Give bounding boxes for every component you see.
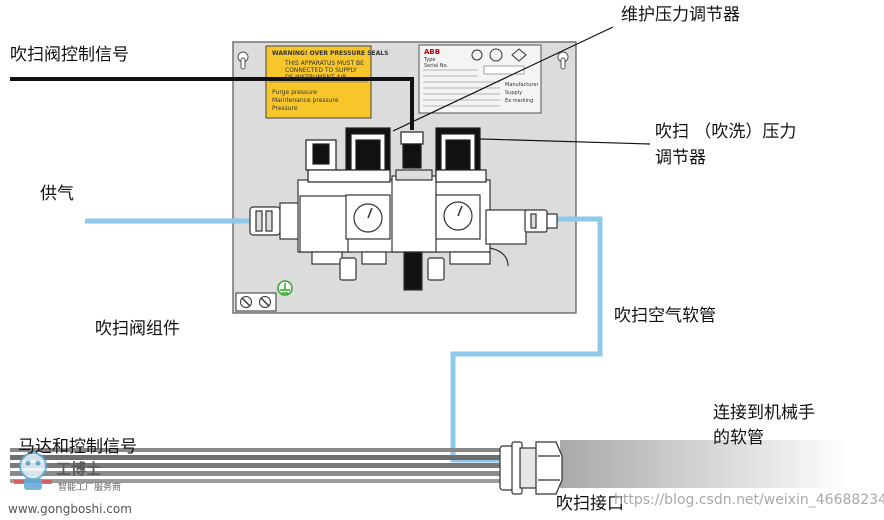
- warning-plate-line: CONNECTED TO SUPPLY: [285, 67, 357, 74]
- leader-line-maintenance: [392, 26, 614, 132]
- abb-plate-line: Ex marking: [505, 98, 534, 104]
- warning-plate-line: Pressure: [272, 105, 298, 112]
- label-purge-valve-assembly: 吹扫阀组件: [95, 319, 180, 339]
- abb-brand: ABB: [424, 48, 441, 56]
- watermark-site: www.gongboshi.com: [8, 502, 132, 516]
- abb-plate-line: Serial No.: [424, 63, 449, 69]
- ce-mark-icon: [471, 48, 527, 62]
- gongboshi-logo-icon: [14, 452, 52, 490]
- warning-plate-line: Purge pressure: [272, 89, 317, 96]
- abb-plate-line: Supply: [505, 90, 523, 96]
- abb-plate-line: Type: [424, 57, 436, 63]
- label-purge-regulator-line2: 调节器: [655, 148, 706, 168]
- terminal-block: [235, 292, 277, 312]
- label-purge-port: 吹扫接口: [556, 494, 624, 514]
- keyhole-icon: [237, 51, 569, 70]
- motor-control-cable: [10, 448, 510, 483]
- label-motor-control-signal: 马达和控制信号: [18, 437, 137, 457]
- abb-plate-line: Manufacturer: [505, 82, 539, 88]
- label-air-supply: 供气: [40, 184, 74, 204]
- label-purge-air-hose: 吹扫空气软管: [614, 306, 716, 326]
- label-robot-hose-line1: 连接到机械手: [713, 403, 815, 423]
- regulator-assembly: [249, 169, 558, 291]
- warning-plate-line: Maintenance pressure: [272, 97, 339, 104]
- regulator-caps: [305, 127, 487, 183]
- warning-plate-title: WARNING! OVER PRESSURE SEALS: [272, 50, 389, 57]
- label-purge-valve-signal: 吹扫阀控制信号: [10, 45, 129, 65]
- label-purge-regulator-line1: 吹扫 （吹洗）压力: [655, 122, 797, 142]
- warning-plate-line: OF INSTRUMENT AIR: [285, 74, 347, 81]
- purge-valve-signal-wire: [10, 77, 414, 130]
- abb-nameplate: [418, 44, 542, 114]
- warning-plate-line: THIS APPARATUS MUST BE: [285, 60, 364, 67]
- watermark-logo-subtitle: 智能工厂服务商: [58, 483, 122, 493]
- ground-icon: [277, 280, 293, 296]
- robot-hose: [560, 440, 850, 488]
- label-robot-hose-line2: 的软管: [713, 428, 764, 448]
- watermark-logo-text: 工博士: [56, 460, 102, 478]
- leader-line-purge-regulator: [447, 137, 651, 145]
- label-maintenance-regulator: 维护压力调节器: [621, 5, 740, 25]
- watermark-url: https://blog.csdn.net/weixin_46688234: [614, 492, 884, 508]
- purge-port-connector: [499, 441, 563, 495]
